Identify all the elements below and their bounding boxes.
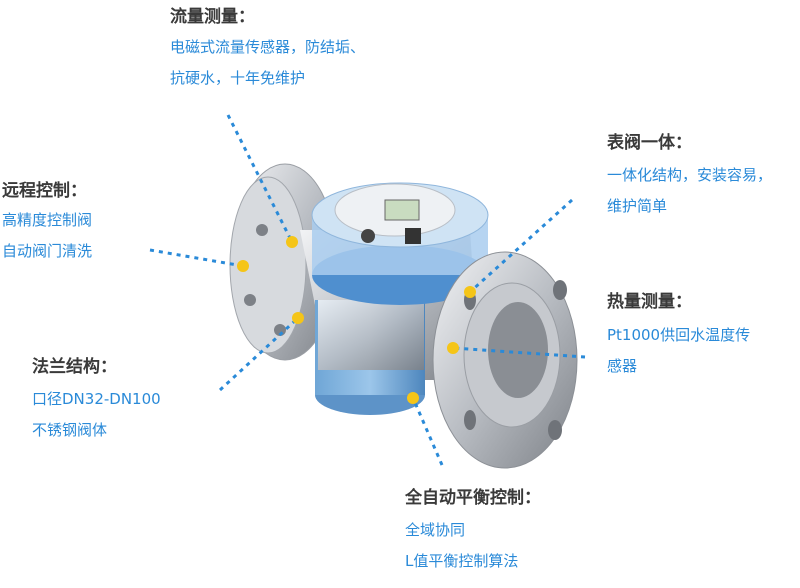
desc-line: 全域协同 xyxy=(405,521,466,539)
callout-dot-balance xyxy=(407,392,419,404)
feature-desc-flange: 口径DN32-DN100 不锈钢阀体 xyxy=(32,384,161,446)
feature-title-flange: 法兰结构： xyxy=(32,357,117,377)
desc-line: 高精度控制阀 xyxy=(2,211,93,229)
desc-line: 电磁式流量传感器，防结垢、 xyxy=(170,38,366,56)
callout-dot-flange xyxy=(292,312,304,324)
callout-dot-remote xyxy=(237,260,249,272)
feature-title-balance: 全自动平衡控制： xyxy=(405,488,541,508)
desc-line: Pt1000供回水温度传 xyxy=(607,326,751,344)
left-flange xyxy=(229,163,338,361)
desc-line: 自动阀门清洗 xyxy=(2,242,93,260)
desc-line: 一体化结构，安装容易， xyxy=(607,166,773,184)
feature-title-heat: 热量测量： xyxy=(607,292,692,312)
feature-desc-flow: 电磁式流量传感器，防结垢、 抗硬水，十年免维护 xyxy=(170,32,365,94)
feature-title-flow: 流量测量： xyxy=(170,7,255,27)
desc-line: 感器 xyxy=(607,357,638,375)
callout-dot-heat xyxy=(447,342,459,354)
callout-dot-integrated xyxy=(464,286,476,298)
feature-desc-balance: 全域协同 L值平衡控制算法 xyxy=(405,515,518,577)
feature-desc-remote: 高精度控制阀 自动阀门清洗 xyxy=(2,205,92,267)
desc-line: 口径DN32-DN100 xyxy=(32,390,161,408)
callout-lines xyxy=(149,114,586,466)
feature-desc-heat: Pt1000供回水温度传 感器 xyxy=(607,320,750,382)
feature-title-integrated: 表阀一体： xyxy=(607,133,692,153)
callout-line-balance xyxy=(411,397,444,466)
callout-line-remote xyxy=(149,248,244,268)
callout-line-heat xyxy=(452,346,586,359)
desc-line: 维护简单 xyxy=(607,197,668,215)
desc-line: L值平衡控制算法 xyxy=(405,552,519,570)
meter-head xyxy=(311,182,489,305)
right-flange xyxy=(432,251,578,469)
callout-line-flow xyxy=(226,114,294,243)
feature-desc-integrated: 一体化结构，安装容易， 维护简单 xyxy=(607,160,772,222)
desc-line: 不锈钢阀体 xyxy=(32,421,108,439)
feature-title-remote: 远程控制： xyxy=(2,181,87,201)
callout-dot-flow xyxy=(286,236,298,248)
desc-line: 抗硬水，十年免维护 xyxy=(170,69,306,87)
